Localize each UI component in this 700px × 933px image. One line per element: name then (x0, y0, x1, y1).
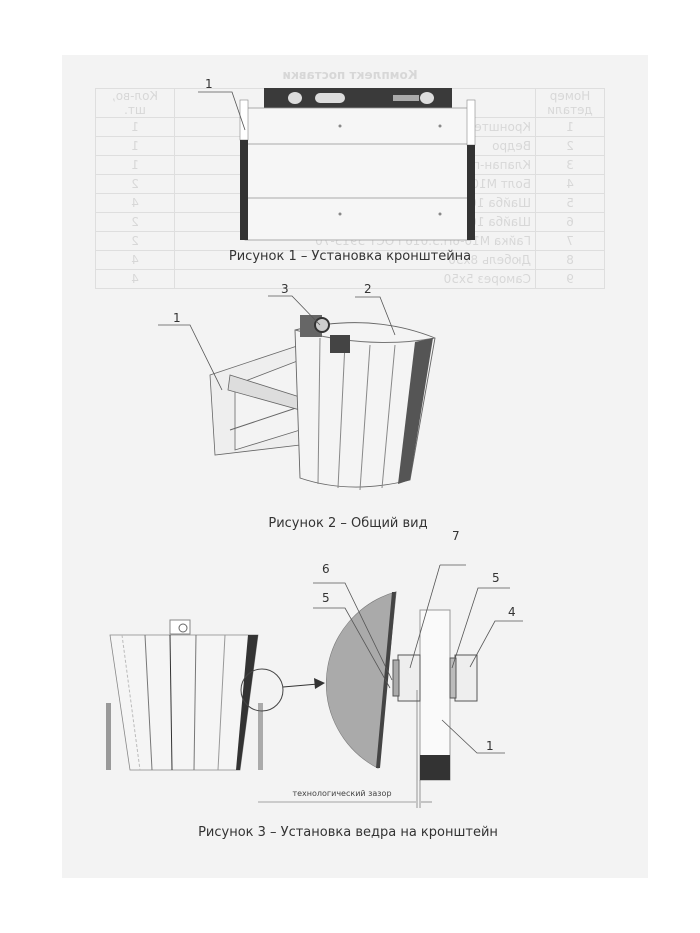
bracket-section (419, 609, 451, 781)
mounting-board (244, 107, 471, 241)
bracket-post-right (467, 145, 475, 240)
callout-1: 1 (173, 311, 181, 325)
gap-label: технологический зазор (292, 789, 391, 798)
detail-circle (240, 668, 284, 712)
level-handle (315, 93, 345, 103)
level-vial-icon (288, 92, 302, 104)
callout-4: 4 (508, 605, 516, 619)
figure2-caption: Рисунок 2 – Общий вид (268, 516, 427, 531)
figure2-general-view: 3 2 1 (158, 282, 436, 491)
callout-5: 5 (322, 591, 330, 605)
callout-6: 6 (322, 562, 330, 576)
bolt-head (454, 654, 478, 702)
bracket-post-left (240, 140, 248, 240)
figure3-bucket-mounting: 7 6 5 5 4 1 технологический зазор (106, 529, 523, 808)
level-vial-icon (420, 92, 434, 104)
spirit-level (264, 88, 452, 108)
callout-7: 7 (452, 529, 460, 543)
figure1-caption: Рисунок 1 – Установка кронштейна (229, 249, 471, 264)
callout-3: 3 (281, 282, 289, 296)
level-brand-logo (393, 95, 419, 101)
callout-2: 2 (364, 282, 372, 296)
callout-5: 5 (492, 571, 500, 585)
figure1-bracket-drawing: 1 (198, 77, 476, 241)
arrow-icon (314, 678, 325, 689)
bucket-side-view (109, 634, 259, 771)
callout-1: 1 (486, 739, 494, 753)
callout-1: 1 (205, 77, 213, 91)
figure3-caption: Рисунок 3 – Установка ведра на кронштейн (198, 825, 498, 840)
